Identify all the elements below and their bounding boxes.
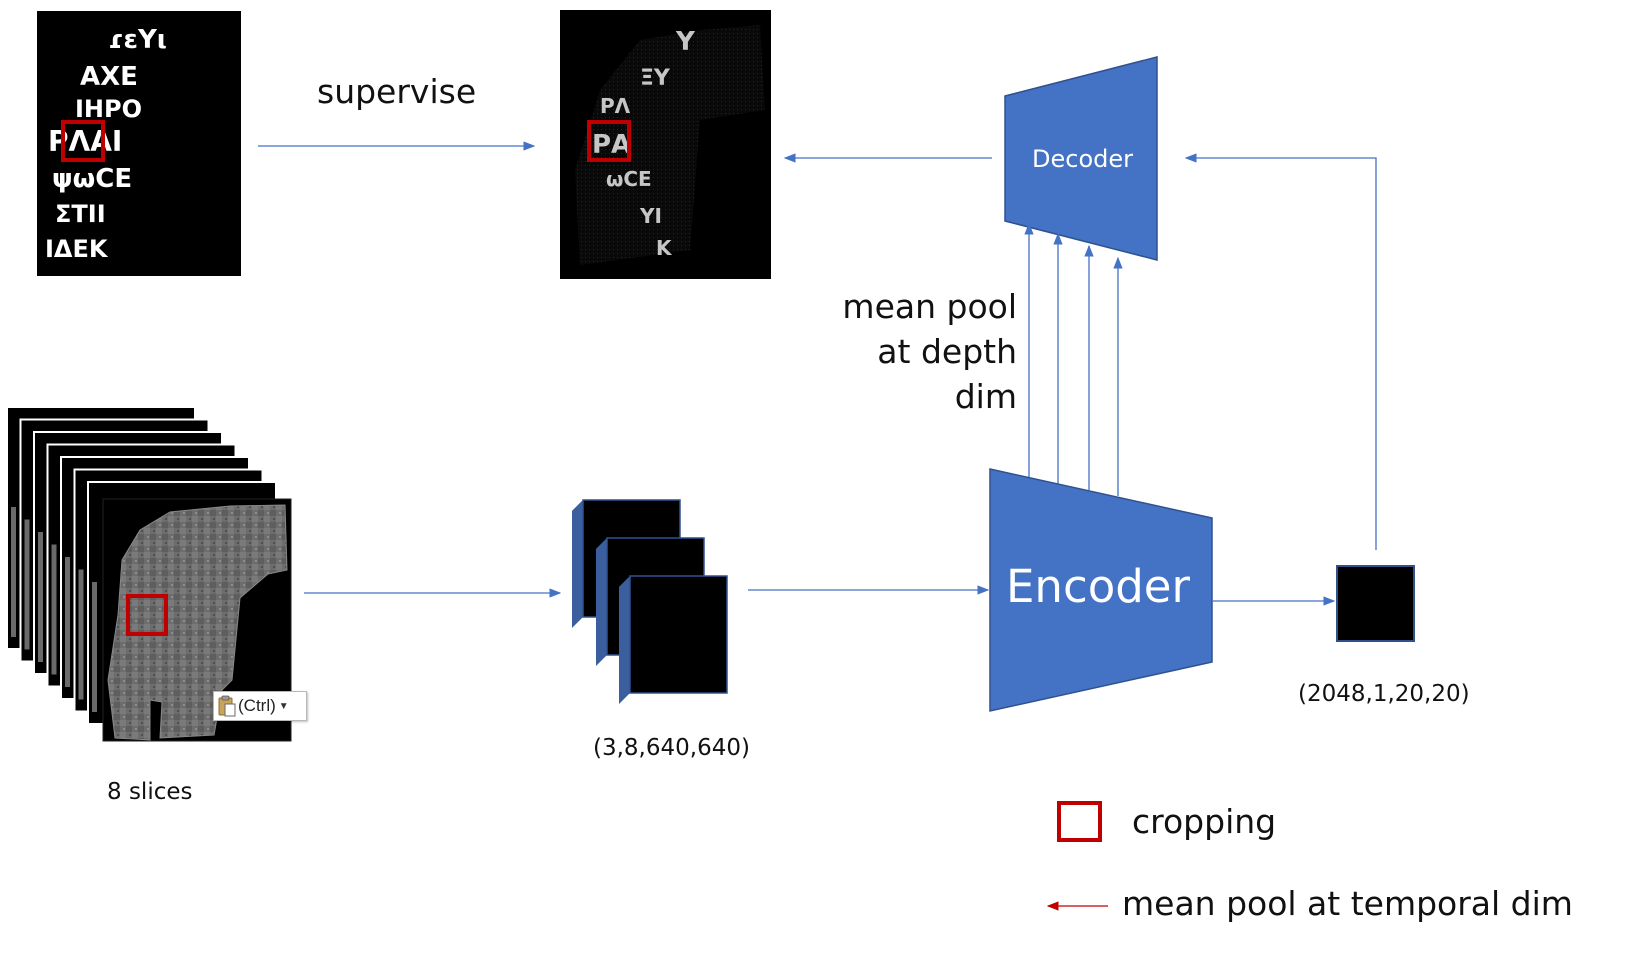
slice-fragment-edge (24, 519, 30, 650)
encoder-label: Encoder (1006, 560, 1190, 613)
predicted-ink-text-row: ΡΛ (600, 94, 631, 118)
input-shape-label: (3,8,640,640) (593, 735, 750, 761)
legend-cropping-label: cropping (1132, 802, 1277, 841)
chevron-down-icon: ▼ (278, 700, 289, 712)
legend-temporal-label: mean pool at temporal dim (1122, 884, 1573, 923)
target-ink-text-row: ΣΤΙΙ (55, 200, 106, 228)
predicted-ink-image: ΥΞΥ ΡΛ ΡΑ ωCΕ ΥΙ Κ (560, 10, 771, 279)
slice-fragment-edge (51, 544, 57, 675)
slice-fragment-edge (78, 569, 84, 700)
slice-fragment-edge (38, 532, 43, 662)
legend-crop-swatch (1057, 801, 1102, 842)
paste-options-label: (Ctrl) (238, 696, 276, 715)
crop-cube (619, 575, 728, 704)
bottleneck-to-decoder-arrow (1184, 153, 1377, 550)
target-ink-text-row: ΑΧΕ (80, 62, 138, 92)
front-slice (102, 498, 292, 742)
clipboard-icon (218, 695, 236, 717)
decoder-label: Decoder (1032, 145, 1133, 173)
crop-box-slice (126, 594, 168, 636)
target-ink-text-row: ɾɛΥι (108, 25, 167, 55)
mean-pool-depth-label: mean pool at depth dim (830, 284, 1017, 419)
mean-pool-line-1: mean pool (842, 287, 1017, 326)
crop-cube-side (572, 500, 583, 628)
crop-cube-side (596, 538, 607, 666)
crop-box-target (61, 120, 105, 162)
predicted-ink-text-row: ΥΙ (639, 204, 662, 228)
predicted-ink-text-row: ΡΑ (592, 130, 631, 160)
predicted-ink-text-row: ΞΥ (640, 66, 671, 91)
supervise-label: supervise (317, 72, 477, 111)
predicted-ink-text-row: Υ (675, 27, 696, 57)
decoder-block (1004, 56, 1158, 261)
slice-fragment-edge (11, 507, 16, 637)
predicted-ink-text-row: ωCΕ (606, 167, 652, 191)
mean-pool-line-2: at depth (877, 332, 1017, 371)
slices-label: 8 slices (107, 779, 193, 805)
mean-pool-line-3: dim (954, 377, 1017, 416)
feature-shape-label: (2048,1,20,20) (1298, 681, 1470, 707)
encoder-block (989, 468, 1213, 712)
slice-fragment-edge (65, 557, 70, 687)
crop-box-predicted (587, 120, 631, 162)
cropped-volume-cubes (572, 499, 728, 704)
slice-fragment-edge (92, 582, 97, 712)
paste-options-button[interactable]: (Ctrl) ▼ (213, 691, 307, 721)
predicted-ink-text-row: Κ (656, 236, 673, 260)
crop-cube-side (619, 576, 630, 704)
target-ink-text-row: ψωCΕ (52, 164, 132, 194)
skip-connection-arrows (1024, 222, 1123, 496)
crop-cube-front (629, 575, 728, 694)
target-ink-text-row: ΙΗΡΟ (75, 95, 142, 123)
target-ink-text-row: ΡΛΑΙ (48, 125, 122, 158)
bottleneck-feature-map (1336, 565, 1415, 642)
target-ink-text-row: ΙΔΕΚ (45, 235, 109, 263)
